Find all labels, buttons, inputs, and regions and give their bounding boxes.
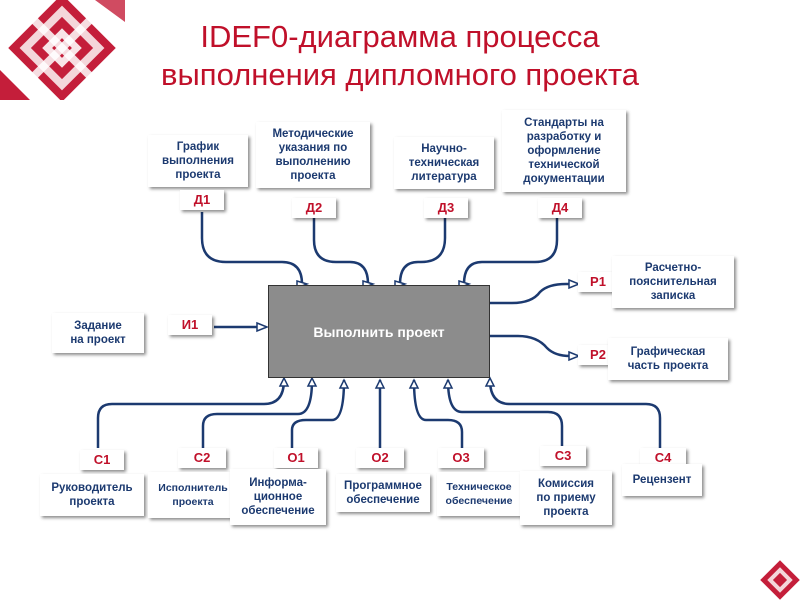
arrowhead xyxy=(484,376,496,387)
control-code-d4: Д4 xyxy=(538,198,582,218)
control-label-d3: Научно- техническая литература xyxy=(394,137,494,189)
arrowhead xyxy=(278,376,290,387)
page-title: IDEF0-диаграмма процесса выполнения дипл… xyxy=(161,19,639,92)
output-label-r1: Расчетно- пояснительная записка xyxy=(612,256,734,308)
arrowhead xyxy=(408,378,420,389)
mech-code-c1: С1 xyxy=(80,450,124,470)
arrowhead xyxy=(306,376,318,387)
control-label-d4: Стандарты на разработку и оформление тех… xyxy=(502,110,626,192)
mech-label-o3: Техническое обеспечение xyxy=(437,472,521,516)
control-code-d3: Д3 xyxy=(424,198,468,218)
output-code-r1: Р1 xyxy=(578,272,618,292)
output-arrow-r1 xyxy=(490,282,577,305)
input-code-i1: И1 xyxy=(168,315,212,335)
control-arrow-d4 xyxy=(462,218,559,285)
arrowhead xyxy=(374,378,386,389)
control-label-d2: Методические указания по выполнению прое… xyxy=(256,122,370,188)
corner-ornament xyxy=(760,560,800,600)
mech-arrow-c2 xyxy=(201,379,314,448)
control-arrow-d1 xyxy=(200,212,304,285)
mech-label-c2: Исполнитель проекта xyxy=(148,472,238,518)
process-box: Выполнить проект xyxy=(268,285,490,378)
mech-label-c1: Руководитель проекта xyxy=(40,474,144,516)
mech-code-o1: О1 xyxy=(274,448,318,468)
arrowhead xyxy=(442,378,454,389)
mech-label-c4: Рецензент xyxy=(622,464,702,496)
control-arrow-d2 xyxy=(312,218,370,285)
arrowhead xyxy=(568,350,582,362)
mech-code-o2: О2 xyxy=(356,448,404,468)
control-arrow-d3 xyxy=(398,218,447,285)
mech-label-c3: Комиссия по приему проекта xyxy=(520,471,612,525)
mech-label-o2: Программное обеспечение xyxy=(336,474,430,512)
arrowhead xyxy=(338,378,350,389)
mech-code-c3: С3 xyxy=(540,446,586,466)
logo-graphic xyxy=(0,0,125,100)
mech-arrow-c3 xyxy=(446,379,564,448)
mech-arrow-o1 xyxy=(290,379,346,448)
mech-code-c4: С4 xyxy=(640,448,686,468)
mech-arrow-c4 xyxy=(488,379,662,448)
mech-code-c2: С2 xyxy=(178,448,226,468)
input-label-i1: Задание на проект xyxy=(52,313,144,353)
arrowhead xyxy=(256,321,270,333)
arrowhead xyxy=(568,278,582,290)
output-label-r2: Графическая часть проекта xyxy=(608,338,728,380)
mech-code-o3: О3 xyxy=(438,448,484,468)
mech-arrow-o3 xyxy=(412,379,464,448)
control-code-d2: Д2 xyxy=(292,198,336,218)
mech-label-o1: Информа- ционное обеспечение xyxy=(230,469,326,525)
control-code-d1: Д1 xyxy=(180,190,224,210)
control-label-d1: График выполнения проекта xyxy=(148,135,248,187)
mech-arrow-c1 xyxy=(96,379,286,448)
output-arrow-r2 xyxy=(490,334,577,358)
